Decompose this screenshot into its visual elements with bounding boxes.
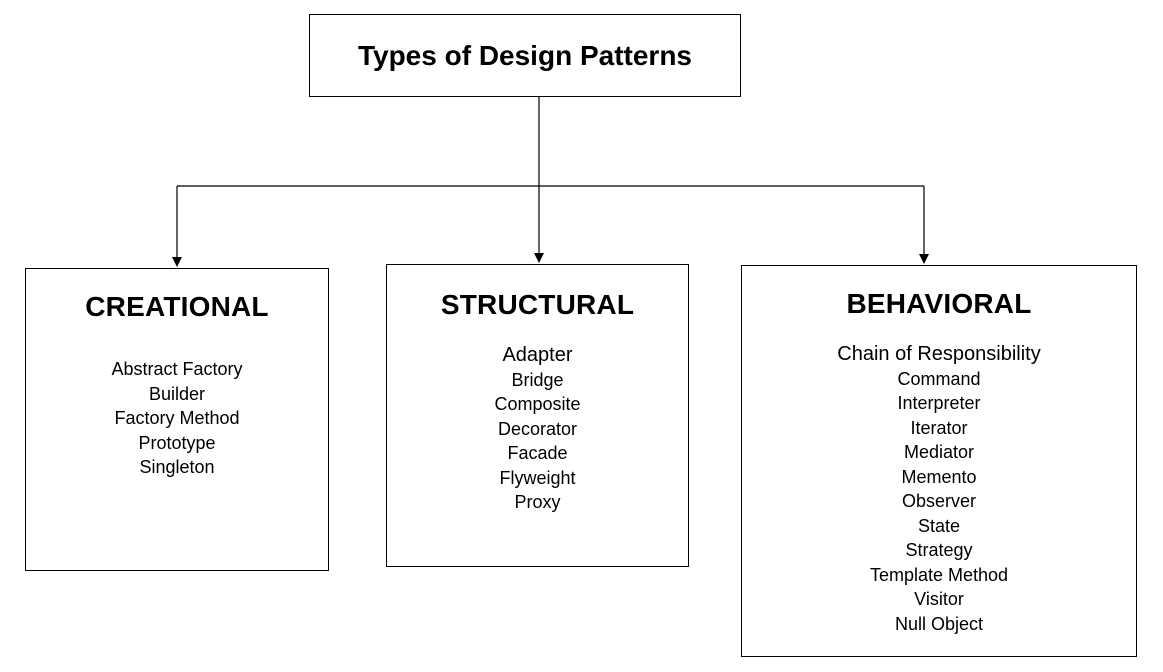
list-item: Singleton	[139, 457, 215, 477]
root-node: Types of Design Patterns	[309, 14, 741, 97]
list-item: Visitor	[914, 589, 964, 609]
structural-box: STRUCTURAL Adapter Bridge Composite Deco…	[386, 264, 689, 567]
list-item: Template Method	[869, 564, 1009, 585]
behavioral-list: Chain of Responsibility Command Interpre…	[742, 342, 1136, 636]
list-item: Prototype	[138, 432, 216, 453]
list-item: Bridge	[511, 369, 564, 390]
structural-title: STRUCTURAL	[440, 289, 635, 320]
list-item: Facade	[507, 443, 568, 463]
list-item: Command	[897, 368, 981, 389]
list-item: Flyweight	[499, 467, 576, 488]
list-item: Observer	[901, 491, 977, 511]
list-item: Null Object	[894, 613, 984, 634]
list-item: Strategy	[905, 540, 973, 560]
list-item: Adapter	[502, 344, 573, 366]
creational-list: Abstract Factory Builder Factory Method …	[26, 357, 328, 480]
list-item: Interpreter	[897, 393, 981, 413]
list-item: Abstract Factory	[111, 359, 243, 379]
list-item: Mediator	[903, 442, 975, 462]
root-title: Types of Design Patterns	[357, 39, 692, 71]
list-item: Composite	[494, 394, 581, 414]
list-item: State	[917, 515, 961, 536]
creational-box: CREATIONAL Abstract Factory Builder Fact…	[25, 268, 329, 571]
list-item: Iterator	[910, 417, 968, 438]
behavioral-title: BEHAVIORAL	[846, 288, 1032, 319]
list-item: Builder	[148, 383, 206, 404]
list-item: Memento	[901, 466, 977, 487]
list-item: Proxy	[514, 492, 561, 512]
list-item: Decorator	[497, 418, 578, 439]
list-item: Chain of Responsibility	[837, 343, 1041, 365]
behavioral-box: BEHAVIORAL Chain of Responsibility Comma…	[741, 265, 1137, 657]
list-item: Factory Method	[114, 408, 240, 428]
structural-list: Adapter Bridge Composite Decorator Facad…	[387, 343, 688, 515]
creational-title: CREATIONAL	[85, 291, 269, 322]
